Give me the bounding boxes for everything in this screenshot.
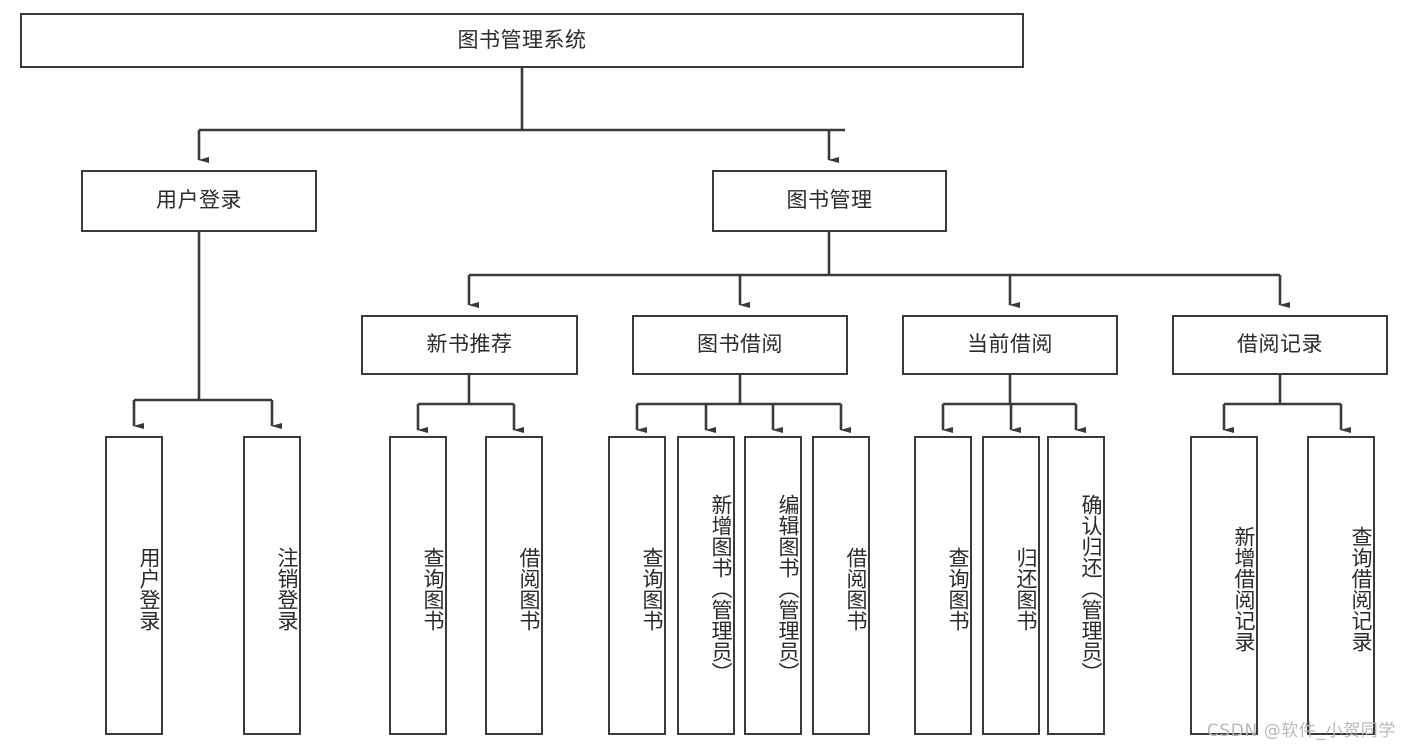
node-book-borrow[interactable]: 图书借阅 [632,315,848,375]
node-leaf-book-borrow-2[interactable]: 编辑图书（管理员） [744,436,802,735]
node-new-book-recommend-label: 新书推荐 [426,332,513,357]
node-leaf-label: 查询图书 [640,546,664,631]
node-leaf-label: 归还图书 [1014,546,1038,631]
csdn-watermark: CSDN @软件_小贺同学 [1206,721,1396,741]
node-leaf-new-book-rec-1[interactable]: 借阅图书 [485,436,543,735]
node-leaf-label: 借阅图书 [844,546,868,631]
node-leaf-new-book-rec-0[interactable]: 查询图书 [389,436,447,735]
node-leaf-label: 借阅图书 [517,546,541,631]
node-leaf-user-login-0[interactable]: 用户登录 [105,436,163,735]
node-leaf-book-borrow-1[interactable]: 新增图书（管理员） [677,436,735,735]
node-leaf-current-borrow-0[interactable]: 查询图书 [914,436,972,735]
node-leaf-borrow-record-1[interactable]: 查询借阅记录 [1307,436,1375,735]
node-new-book-recommend[interactable]: 新书推荐 [361,315,578,375]
node-leaf-label: 新增借阅记录 [1232,525,1256,652]
node-book-borrow-label: 图书借阅 [697,332,783,357]
node-user-login[interactable]: 用户登录 [81,170,317,232]
node-leaf-label: 用户登录 [137,546,161,631]
node-borrow-record-label: 借阅记录 [1237,332,1323,357]
node-leaf-borrow-record-0[interactable]: 新增借阅记录 [1190,436,1258,735]
node-leaf-label: 查询借阅记录 [1349,525,1373,652]
node-root-book-management-system[interactable]: 图书管理系统 [20,13,1024,68]
node-leaf-user-login-1[interactable]: 注销登录 [243,436,301,735]
node-leaf-label: 编辑图书（管理员） [776,494,800,683]
node-book-management-label: 图书管理 [786,188,873,213]
node-leaf-label: 查询图书 [421,546,445,631]
node-leaf-current-borrow-1[interactable]: 归还图书 [982,436,1040,735]
node-borrow-record[interactable]: 借阅记录 [1172,315,1388,375]
node-leaf-label: 确认归还（管理员） [1079,494,1103,683]
node-user-login-label: 用户登录 [156,188,242,213]
node-current-borrow[interactable]: 当前借阅 [902,315,1118,375]
node-leaf-label: 注销登录 [275,546,299,631]
node-leaf-label: 查询图书 [946,546,970,631]
node-root-label: 图书管理系统 [457,27,587,52]
node-leaf-current-borrow-2[interactable]: 确认归还（管理员） [1047,436,1105,735]
node-leaf-book-borrow-0[interactable]: 查询图书 [608,436,666,735]
node-leaf-label: 新增图书（管理员） [709,494,733,683]
node-book-management[interactable]: 图书管理 [712,170,947,232]
node-leaf-book-borrow-3[interactable]: 借阅图书 [812,436,870,735]
node-current-borrow-label: 当前借阅 [967,332,1053,357]
